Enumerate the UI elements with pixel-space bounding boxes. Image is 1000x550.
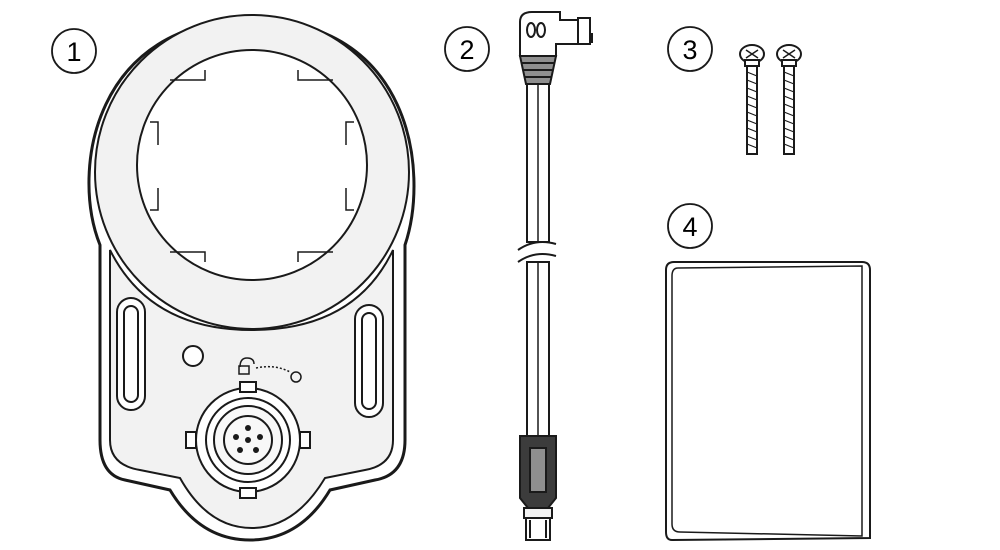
callout-2-label: 2	[459, 35, 474, 65]
small-button	[182, 345, 204, 367]
callout-4-label: 4	[682, 212, 697, 242]
screw-right	[776, 44, 802, 155]
callout-1-label: 1	[66, 37, 81, 67]
mount-screen	[136, 49, 368, 281]
bayonet-notches	[150, 70, 354, 262]
cable-angle-head	[519, 11, 593, 57]
callout-2: 2	[444, 26, 490, 72]
callout-3: 3	[667, 26, 713, 72]
screw-icon	[739, 44, 802, 155]
screw-left	[739, 44, 765, 155]
callout-1: 1	[51, 28, 97, 74]
cable-icon	[517, 11, 593, 541]
booklet-icon	[665, 261, 871, 542]
booklet-front	[671, 265, 863, 537]
socket-connector-icon	[185, 381, 311, 499]
left-slot	[116, 297, 146, 411]
callout-3-label: 3	[682, 35, 697, 65]
right-slot	[354, 304, 384, 418]
mount-icon	[87, 14, 416, 542]
callout-4: 4	[667, 203, 713, 249]
lock-symbol-icon	[238, 357, 302, 383]
